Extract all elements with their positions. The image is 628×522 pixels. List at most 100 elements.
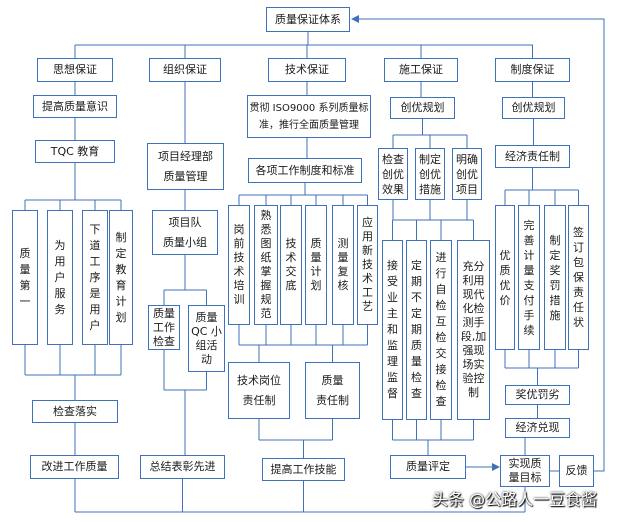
construction-plan-item-text: 明确创优项目 — [456, 152, 478, 196]
construction-header-text: 施工保证 — [399, 63, 443, 76]
construction-connectors — [392, 82, 474, 455]
ideology-item-box: 下道工序是用户 — [82, 210, 108, 345]
construction-plan-item-box: 制定创优措施 — [415, 148, 445, 200]
commend-advanced-text: 总结表彰先进 — [149, 460, 216, 473]
quality-goal-box: 实现质 量目标 — [500, 455, 550, 487]
technology-item-box: 熟悉图纸掌握规范 — [254, 205, 278, 325]
technology-item-box: 测量复核 — [332, 205, 354, 325]
system-item-box: 完善计量支付手续 — [518, 205, 540, 350]
qc-group-text: 质量 QC 小组活动 — [191, 310, 222, 366]
tqc-education-text: TQC 教育 — [50, 144, 100, 158]
construction-plan-text: 创优规划 — [400, 101, 445, 114]
inspection-box: 检查落实 — [32, 400, 118, 423]
iso9000-line: 贯彻 ISO9000 系列质量标 — [249, 102, 369, 114]
construction-plan-box: 创优规划 — [390, 97, 455, 119]
construction-plan-item-box: 检查创优效果 — [378, 148, 408, 200]
improve-skills-text: 提高工作技能 — [270, 462, 337, 476]
technology-item-box: 技术交底 — [280, 205, 302, 325]
technology-item-text: 质量计划 — [310, 237, 322, 292]
ideology-item-box: 质量第一 — [12, 210, 38, 345]
quality-responsibility-line: 质量 — [321, 373, 344, 387]
reward-penalty-box: 奖优罚劣 — [505, 385, 570, 405]
construction-plan-item-text: 制定创优措施 — [419, 152, 441, 196]
technology-item-text: 测量复核 — [337, 237, 349, 292]
technology-item-text: 技术交底 — [285, 237, 297, 292]
project-team-line: 项目队 — [168, 215, 202, 229]
system-item-box: 优质优价 — [495, 205, 515, 350]
technology-item-text: 熟悉图纸掌握规范 — [260, 209, 272, 320]
iso9000-box: 贯彻 ISO9000 系列质量标 准，推行全面质量管理 — [247, 95, 371, 138]
tech-post-responsibility-box: 技术岗位 责任制 — [228, 362, 290, 419]
technology-item-box: 岗前技术培训 — [228, 205, 250, 325]
quality-responsibility-box: 质量 责任制 — [305, 362, 360, 419]
quality-evaluation-text: 质量评定 — [406, 460, 450, 473]
ideology-item-text: 制定教育计划 — [115, 230, 127, 324]
ideology-item-box: 为用户服务 — [47, 210, 73, 345]
organization-header-text: 组织保证 — [163, 63, 207, 76]
construction-item-box: 接受业主和监理监督 — [382, 240, 403, 420]
system-header-box: 制度保证 — [495, 58, 570, 82]
construction-header-box: 施工保证 — [384, 58, 458, 82]
title-box: 质量保证体系 — [266, 7, 350, 32]
qc-group-box: 质量 QC 小组活动 — [188, 305, 225, 372]
ideology-item-text: 为用户服务 — [54, 238, 66, 316]
quality-work-check-box: 质量工作检查 — [148, 305, 180, 350]
ideology-header-box: 思想保证 — [37, 58, 113, 82]
technology-item-text: 应用新技术工艺 — [362, 216, 373, 313]
title-text: 质量保证体系 — [275, 12, 341, 26]
improve-quality-text: 改进工作质量 — [41, 460, 108, 473]
improve-quality-box: 改进工作质量 — [30, 455, 119, 479]
quality-work-check-text: 质量工作检查 — [153, 306, 175, 348]
technology-item-box: 质量计划 — [305, 205, 327, 325]
ideology-connectors — [24, 82, 122, 512]
work-rules-box: 各项工作制度和标准 — [248, 158, 362, 183]
tech-post-responsibility-line: 责任制 — [242, 393, 276, 407]
system-item-text: 完善计量支付手续 — [523, 218, 535, 337]
tech-post-responsibility-line: 技术岗位 — [237, 373, 281, 387]
project-dept-box: 项目经理部 质量管理 — [147, 143, 224, 190]
bottom-connector — [75, 487, 526, 513]
inspection-text: 检查落实 — [53, 404, 97, 418]
feedback-box: 反馈 — [559, 455, 594, 487]
quality-goal-line: 量目标 — [508, 471, 542, 484]
system-connectors — [504, 82, 579, 472]
construction-plan-item-text: 检查创优效果 — [382, 152, 404, 196]
construction-item-text: 定期不定期质量检查 — [411, 259, 422, 400]
commend-advanced-box: 总结表彰先进 — [140, 455, 225, 479]
quality-goal-line: 实现质 — [508, 457, 542, 470]
organization-header-box: 组织保证 — [149, 58, 221, 82]
project-dept-line: 项目经理部 — [158, 149, 213, 163]
system-item-box: 制定奖罚措施 — [544, 205, 566, 350]
reward-penalty-text: 奖优罚劣 — [515, 388, 560, 401]
work-rules-text: 各项工作制度和标准 — [255, 163, 355, 177]
economic-responsibility-box: 经济责任制 — [495, 145, 570, 168]
construction-plan-item-box: 明确创优项目 — [452, 148, 482, 200]
construction-item-box: 定期不定期质量检查 — [406, 240, 427, 420]
quality-awareness-text: 提高质量意识 — [42, 99, 108, 113]
ideology-item-text: 质量第一 — [19, 246, 31, 308]
project-team-box: 项目队 质量小组 — [152, 210, 218, 255]
construction-item-box: 充分利用现代化检测手段,加强现场实验控制 — [457, 240, 490, 420]
construction-item-text: 进行自检互检交接检查 — [435, 251, 447, 408]
watermark: 头条 @公路人一豆食酱 — [432, 490, 598, 509]
improve-skills-box: 提高工作技能 — [262, 458, 345, 481]
system-item-text: 优质优价 — [499, 248, 511, 307]
feedback-arrow — [351, 15, 605, 472]
quality-evaluation-box: 质量评定 — [390, 455, 466, 479]
system-header-text: 制度保证 — [510, 63, 555, 76]
system-item-text: 制定奖罚措施 — [549, 233, 561, 322]
feedback-text: 反馈 — [565, 464, 588, 477]
construction-item-text: 接受业主和监理监督 — [387, 259, 398, 400]
technology-item-text: 岗前技术培训 — [233, 223, 245, 306]
technology-connectors — [238, 82, 368, 512]
technology-item-box: 应用新技术工艺 — [357, 205, 378, 325]
iso9000-line: 准，推行全面质量管理 — [259, 119, 359, 131]
title-connectors — [74, 32, 533, 58]
construction-item-text: 充分利用现代化检测手段,加强现场实验控制 — [460, 260, 487, 399]
construction-item-box: 进行自检互检交接检查 — [430, 240, 452, 420]
system-plan-text: 创优规划 — [511, 101, 556, 114]
quality-responsibility-line: 责任制 — [316, 393, 349, 407]
economic-payout-box: 经济兑现 — [505, 418, 570, 438]
